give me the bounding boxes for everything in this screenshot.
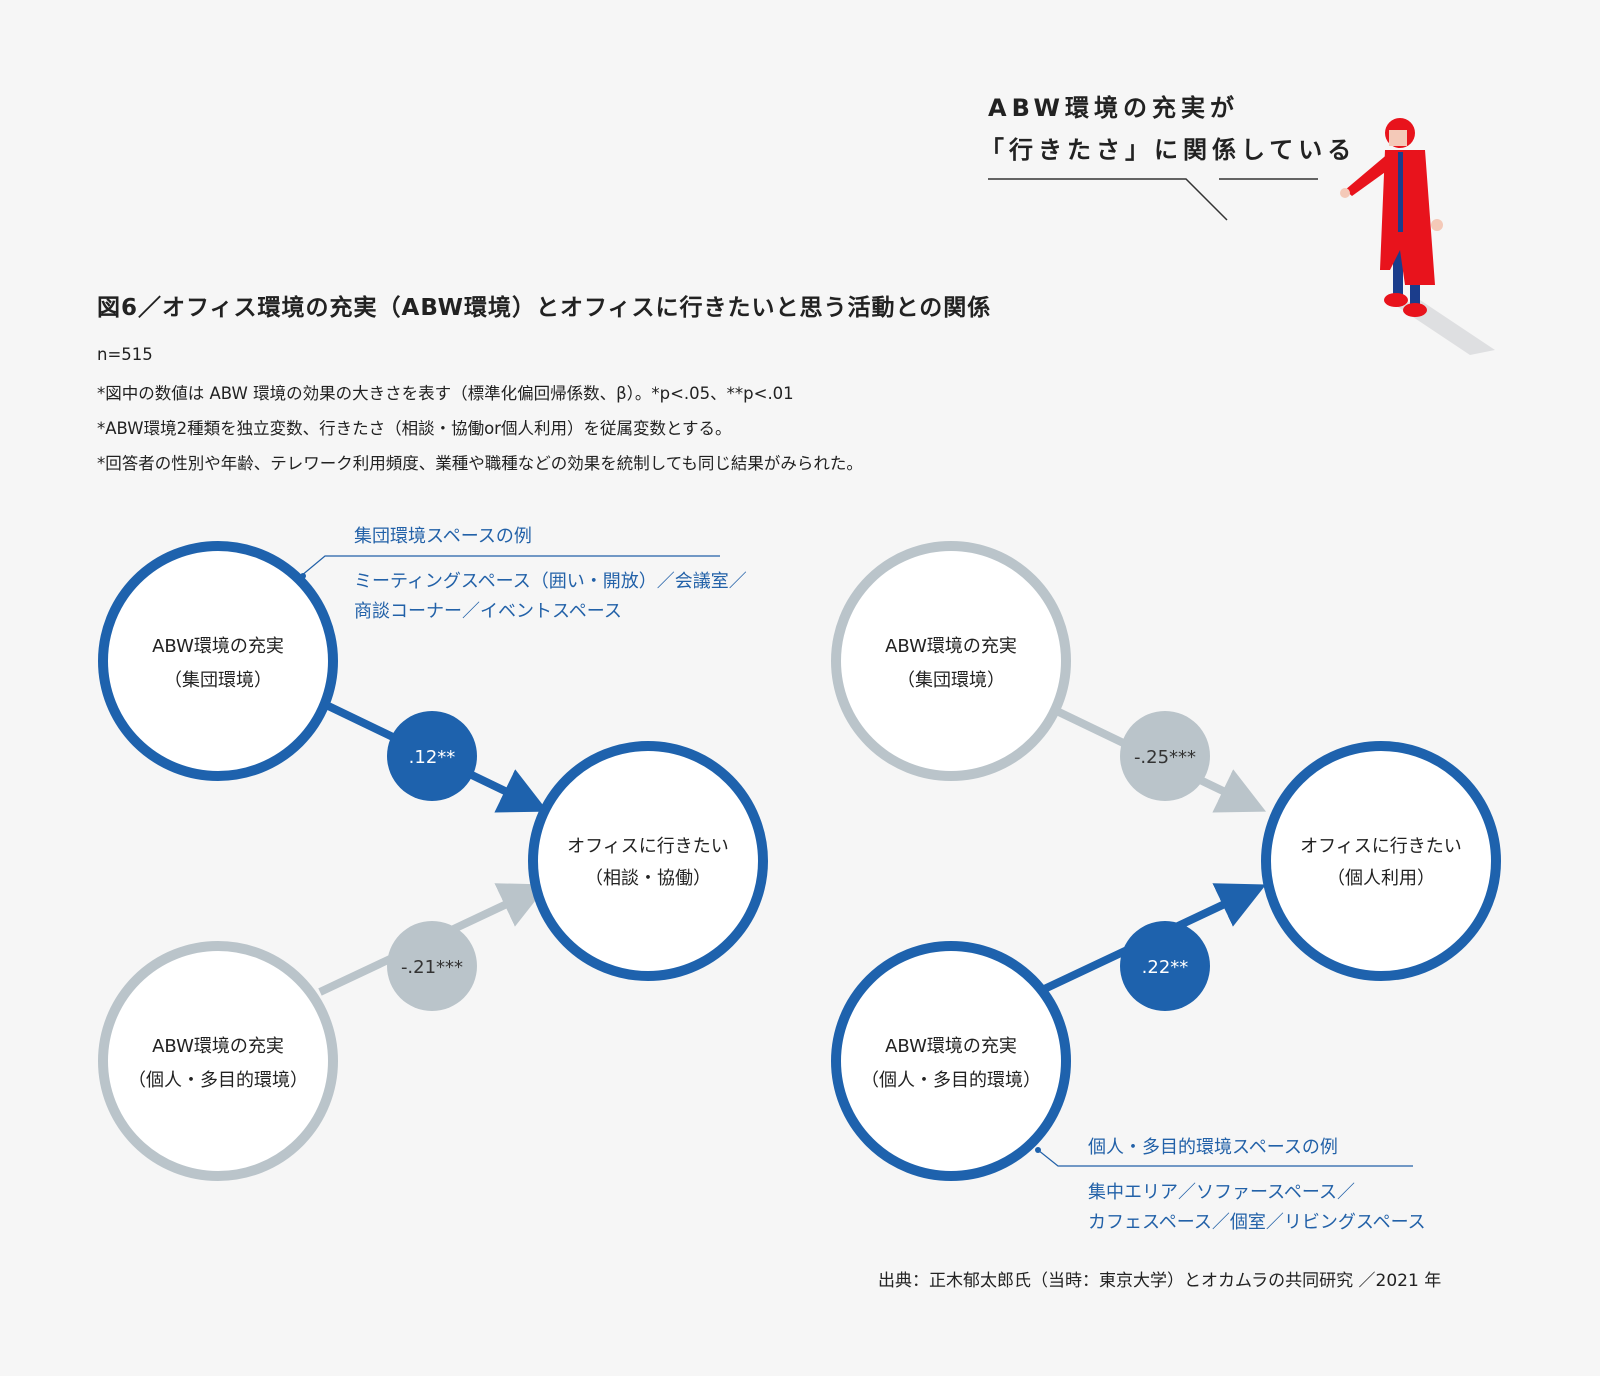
headline-line1: ABW環境の充実が	[988, 94, 1240, 122]
svg-text:オフィスに行きたい: オフィスに行きたい	[1300, 836, 1462, 857]
callout-group-line1: ミーティングスペース（囲い・開放）／会議室／	[354, 571, 747, 592]
svg-text:（相談・協働）: （相談・協働）	[585, 868, 711, 889]
callout-individual-title: 個人・多目的環境スペースの例	[1088, 1137, 1338, 1158]
node-group-env-right: ABW環境の充実 （集団環境）	[831, 541, 1071, 781]
headline-line2: 「行きたさ」に関係している	[980, 136, 1357, 164]
svg-text:（集団環境）: （集団環境）	[897, 670, 1005, 691]
callout-line-group	[300, 555, 720, 577]
callout-individual-line2: カフェスペース／個室／リビングスペース	[1088, 1212, 1426, 1233]
callout-group-line2: 商談コーナー／イベントスペース	[354, 601, 622, 622]
node-group-env-left: ABW環境の充実 （集団環境）	[98, 541, 338, 781]
figure-title: 図6／オフィス環境の充実（ABW環境）とオフィスに行きたいと思う活動との関係	[97, 295, 992, 321]
callout-line-individual	[1037, 1149, 1413, 1167]
svg-text:ABW環境の充実: ABW環境の充実	[152, 1036, 284, 1057]
note-2: *ABW環境2種類を独立変数、行きたさ（相談・協働or個人利用）を従属変数とする…	[97, 419, 732, 438]
note-sample-size: n=515	[97, 345, 153, 364]
coef-badge-group-right: -.25***	[1120, 711, 1210, 801]
person-pointing-illustration	[1340, 118, 1495, 355]
node-individual-env-left: ABW環境の充実 （個人・多目的環境）	[98, 941, 338, 1181]
svg-text:（個人・多目的環境）: （個人・多目的環境）	[861, 1070, 1041, 1091]
node-individual-env-right: ABW環境の充実 （個人・多目的環境）	[831, 941, 1071, 1181]
svg-text:（集団環境）: （集団環境）	[164, 670, 272, 691]
node-target-left: オフィスに行きたい （相談・協働）	[528, 741, 768, 981]
source-citation: 出典：正木郁太郎氏（当時：東京大学）とオカムラの共同研究 ／2021 年	[878, 1271, 1442, 1291]
note-1: *図中の数値は ABW 環境の効果の大きさを表す（標準化偏回帰係数、β）。*p<…	[97, 384, 794, 403]
svg-text:（個人利用）: （個人利用）	[1327, 868, 1435, 889]
callout-group-title: 集団環境スペースの例	[354, 526, 532, 547]
coef-badge-group-left: .12**	[387, 711, 477, 801]
svg-text:オフィスに行きたい: オフィスに行きたい	[567, 836, 729, 857]
svg-text:.22**: .22**	[1142, 957, 1189, 978]
svg-text:ABW環境の充実: ABW環境の充実	[152, 636, 284, 657]
svg-text:ABW環境の充実: ABW環境の充実	[885, 1036, 1017, 1057]
note-3: *回答者の性別や年齢、テレワーク利用頻度、業種や職種などの効果を統制しても同じ結…	[97, 454, 863, 473]
speech-bubble-lines	[988, 178, 1318, 221]
callout-individual-line1: 集中エリア／ソファースペース／	[1088, 1182, 1355, 1203]
svg-text:.12**: .12**	[409, 747, 456, 768]
svg-text:-.21***: -.21***	[401, 957, 463, 978]
svg-text:-.25***: -.25***	[1134, 747, 1196, 768]
coef-badge-individual-right: .22**	[1120, 921, 1210, 1011]
node-target-right: オフィスに行きたい （個人利用）	[1261, 741, 1501, 981]
svg-text:ABW環境の充実: ABW環境の充実	[885, 636, 1017, 657]
coef-badge-individual-left: -.21***	[387, 921, 477, 1011]
svg-text:（個人・多目的環境）: （個人・多目的環境）	[128, 1070, 308, 1091]
